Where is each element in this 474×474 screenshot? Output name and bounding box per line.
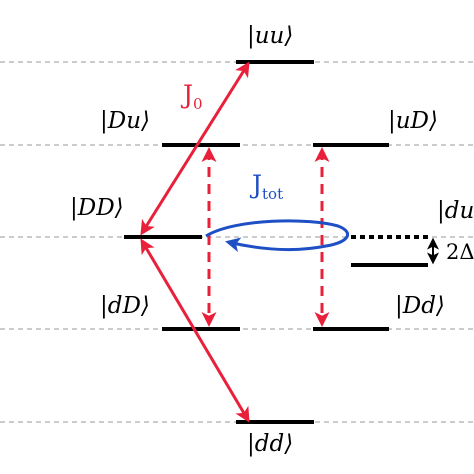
j0-arrow-down <box>140 238 250 423</box>
label-DD: |DD⟩ <box>70 195 124 221</box>
j0-label: J0 <box>180 80 203 113</box>
jtot-label-main: J <box>249 170 262 199</box>
label-dd: |dd⟩ <box>247 431 293 457</box>
j0-arrow-up <box>140 61 250 236</box>
label-Dd: |Dd⟩ <box>395 293 445 319</box>
jtot-loop <box>205 219 350 253</box>
jtot-label: Jtot <box>249 170 283 203</box>
vertical-couplings <box>201 147 330 327</box>
label-uu: |uu⟩ <box>247 23 293 49</box>
label-Du: |Du⟩ <box>100 108 150 134</box>
label-uD: |uD⟩ <box>388 108 438 134</box>
j0-couplings <box>140 61 250 423</box>
j0-label-sub: 0 <box>193 95 203 113</box>
j0-label-main: J <box>180 80 193 109</box>
label-du: |du <box>437 198 474 224</box>
jtot-label-sub: tot <box>262 185 283 203</box>
energy-levels <box>124 60 428 424</box>
label-dD: |dD⟩ <box>100 293 150 319</box>
gap-label: 2Δ <box>446 240 474 264</box>
